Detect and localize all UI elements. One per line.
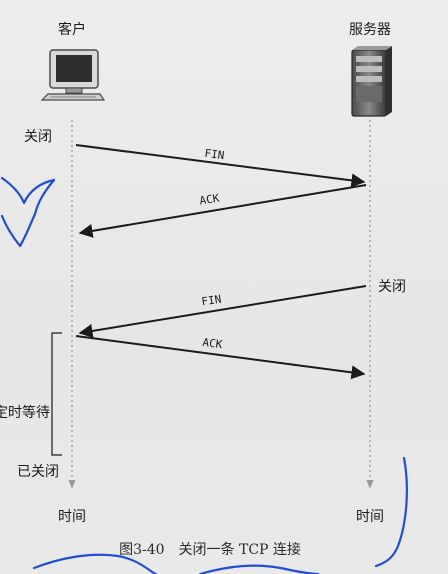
client-close-label: 关闭 xyxy=(24,129,52,145)
message-label-fin-1: FIN xyxy=(204,147,225,162)
server-time-label: 时间 xyxy=(356,509,384,525)
server-close-label: 关闭 xyxy=(378,279,406,295)
server-label: 服务器 xyxy=(349,22,391,38)
annotation-stroke-right xyxy=(374,456,408,568)
annotation-stroke-bottom xyxy=(32,553,320,574)
message-label-ack-2: ACK xyxy=(202,336,224,351)
message-label-ack-1: ACK xyxy=(199,192,221,208)
closed-label: 已关闭 xyxy=(17,464,59,480)
server-icon xyxy=(351,46,392,117)
computer-icon xyxy=(40,49,106,101)
timed-wait-label: 定时等待 xyxy=(0,404,50,421)
client-label: 客户 xyxy=(58,21,86,38)
message-label-fin-2: FIN xyxy=(201,293,223,309)
message-arrow-ack-1 xyxy=(78,184,367,238)
message-arrow-fin-1 xyxy=(75,144,366,188)
figure-caption: 图3-40 关闭一条 TCP 连接 xyxy=(119,541,301,558)
client-time-label: 时间 xyxy=(58,509,86,525)
message-arrow-ack-2 xyxy=(75,335,366,380)
star-doodle-icon xyxy=(0,176,56,248)
timed-wait-bracket xyxy=(51,332,62,456)
message-arrow-fin-2 xyxy=(78,285,367,338)
